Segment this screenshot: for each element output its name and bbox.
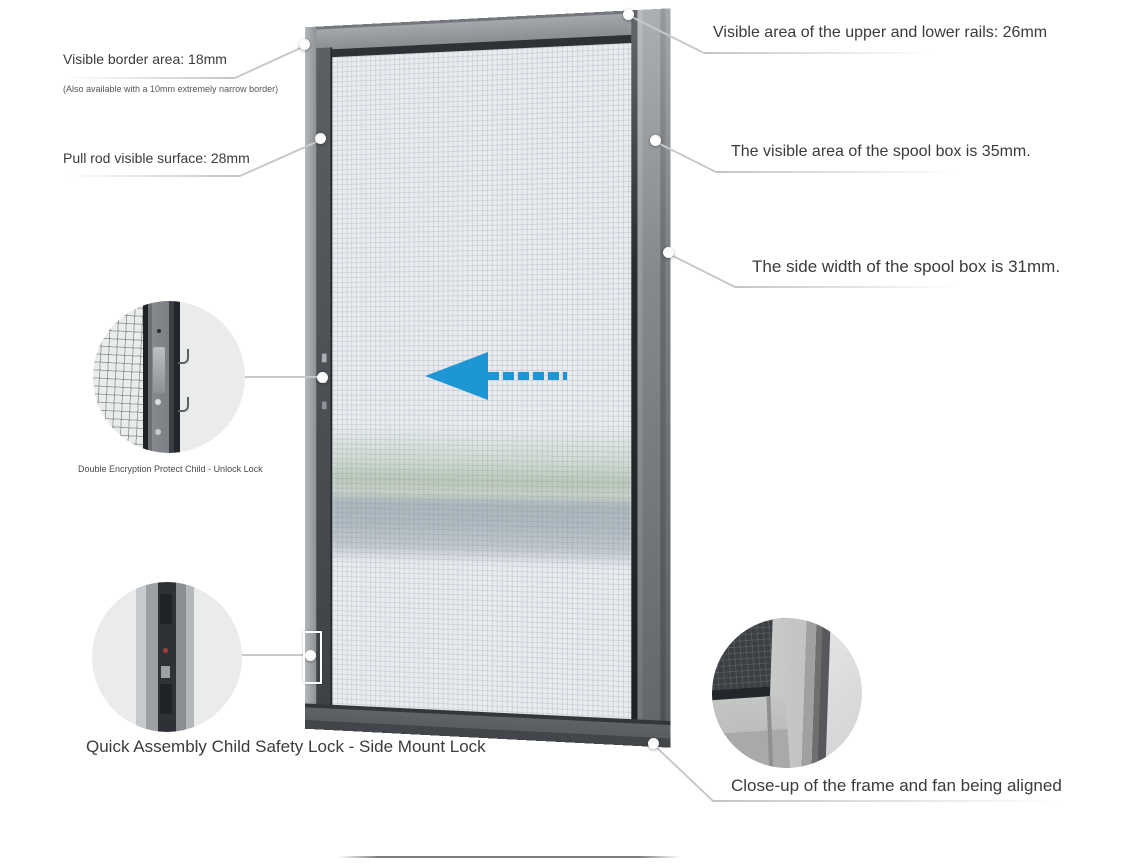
label-spool-side: The side width of the spool box is 31mm. xyxy=(752,257,1061,276)
leader-line xyxy=(713,800,1063,802)
label-rails: Visible area of the upper and lower rail… xyxy=(713,24,1048,41)
leader-line xyxy=(63,175,240,177)
side-lock-closeup xyxy=(92,582,242,732)
callout-dot xyxy=(317,372,328,383)
callout-dot xyxy=(305,650,316,661)
lock-pin xyxy=(157,329,161,333)
leader-line xyxy=(735,286,958,288)
callout-dot xyxy=(315,133,326,144)
profile-slot xyxy=(160,594,172,624)
pull-rod-lock-mark xyxy=(321,401,327,410)
leader-line xyxy=(653,744,715,803)
ground-shadow xyxy=(338,856,680,858)
callout-dot xyxy=(299,39,310,50)
callout-dot xyxy=(650,135,661,146)
leader-line xyxy=(703,52,933,54)
label-child-lock: Double Encryption Protect Child - Unlock… xyxy=(78,464,263,474)
left-border xyxy=(304,26,317,730)
side-lock-marker xyxy=(303,631,322,684)
pull-rod-lock-mark xyxy=(321,353,327,363)
leader-line xyxy=(234,43,309,79)
label-side-mount-lock: Quick Assembly Child Safety Lock - Side … xyxy=(86,737,486,756)
profile-latch xyxy=(161,666,170,678)
leader-line xyxy=(716,171,958,173)
lock-indicator-dot xyxy=(163,648,168,653)
callout-dot xyxy=(623,9,634,20)
lock-rivet xyxy=(155,399,161,405)
leader-line xyxy=(668,253,736,289)
leader-line xyxy=(244,376,320,378)
spool-box xyxy=(631,8,671,748)
arrow-head xyxy=(425,352,488,400)
leader-line xyxy=(242,654,304,656)
retract-arrow-icon xyxy=(425,352,567,400)
lock-hook xyxy=(178,397,189,412)
lock-slider xyxy=(153,347,165,393)
leader-line xyxy=(63,77,235,79)
label-spool-front: The visible area of the spool box is 35m… xyxy=(731,143,1031,160)
callout-dot xyxy=(648,738,659,749)
child-lock-closeup xyxy=(93,301,245,453)
lock-rivet xyxy=(155,429,161,435)
frame-alignment-closeup xyxy=(712,618,862,768)
lock-hook xyxy=(178,349,189,364)
label-border-area: Visible border area: 18mm xyxy=(63,51,227,67)
arrow-dashes xyxy=(488,372,567,380)
label-pull-rod: Pull rod visible surface: 28mm xyxy=(63,150,250,166)
callout-dot xyxy=(663,247,674,258)
spool-box-shading xyxy=(631,8,671,748)
label-frame-closeup: Close-up of the frame and fan being alig… xyxy=(731,776,1062,795)
label-border-area-note: (Also available with a 10mm extremely na… xyxy=(63,84,279,94)
profile-slot xyxy=(160,684,172,714)
horizontal-frame-profile xyxy=(712,695,791,768)
